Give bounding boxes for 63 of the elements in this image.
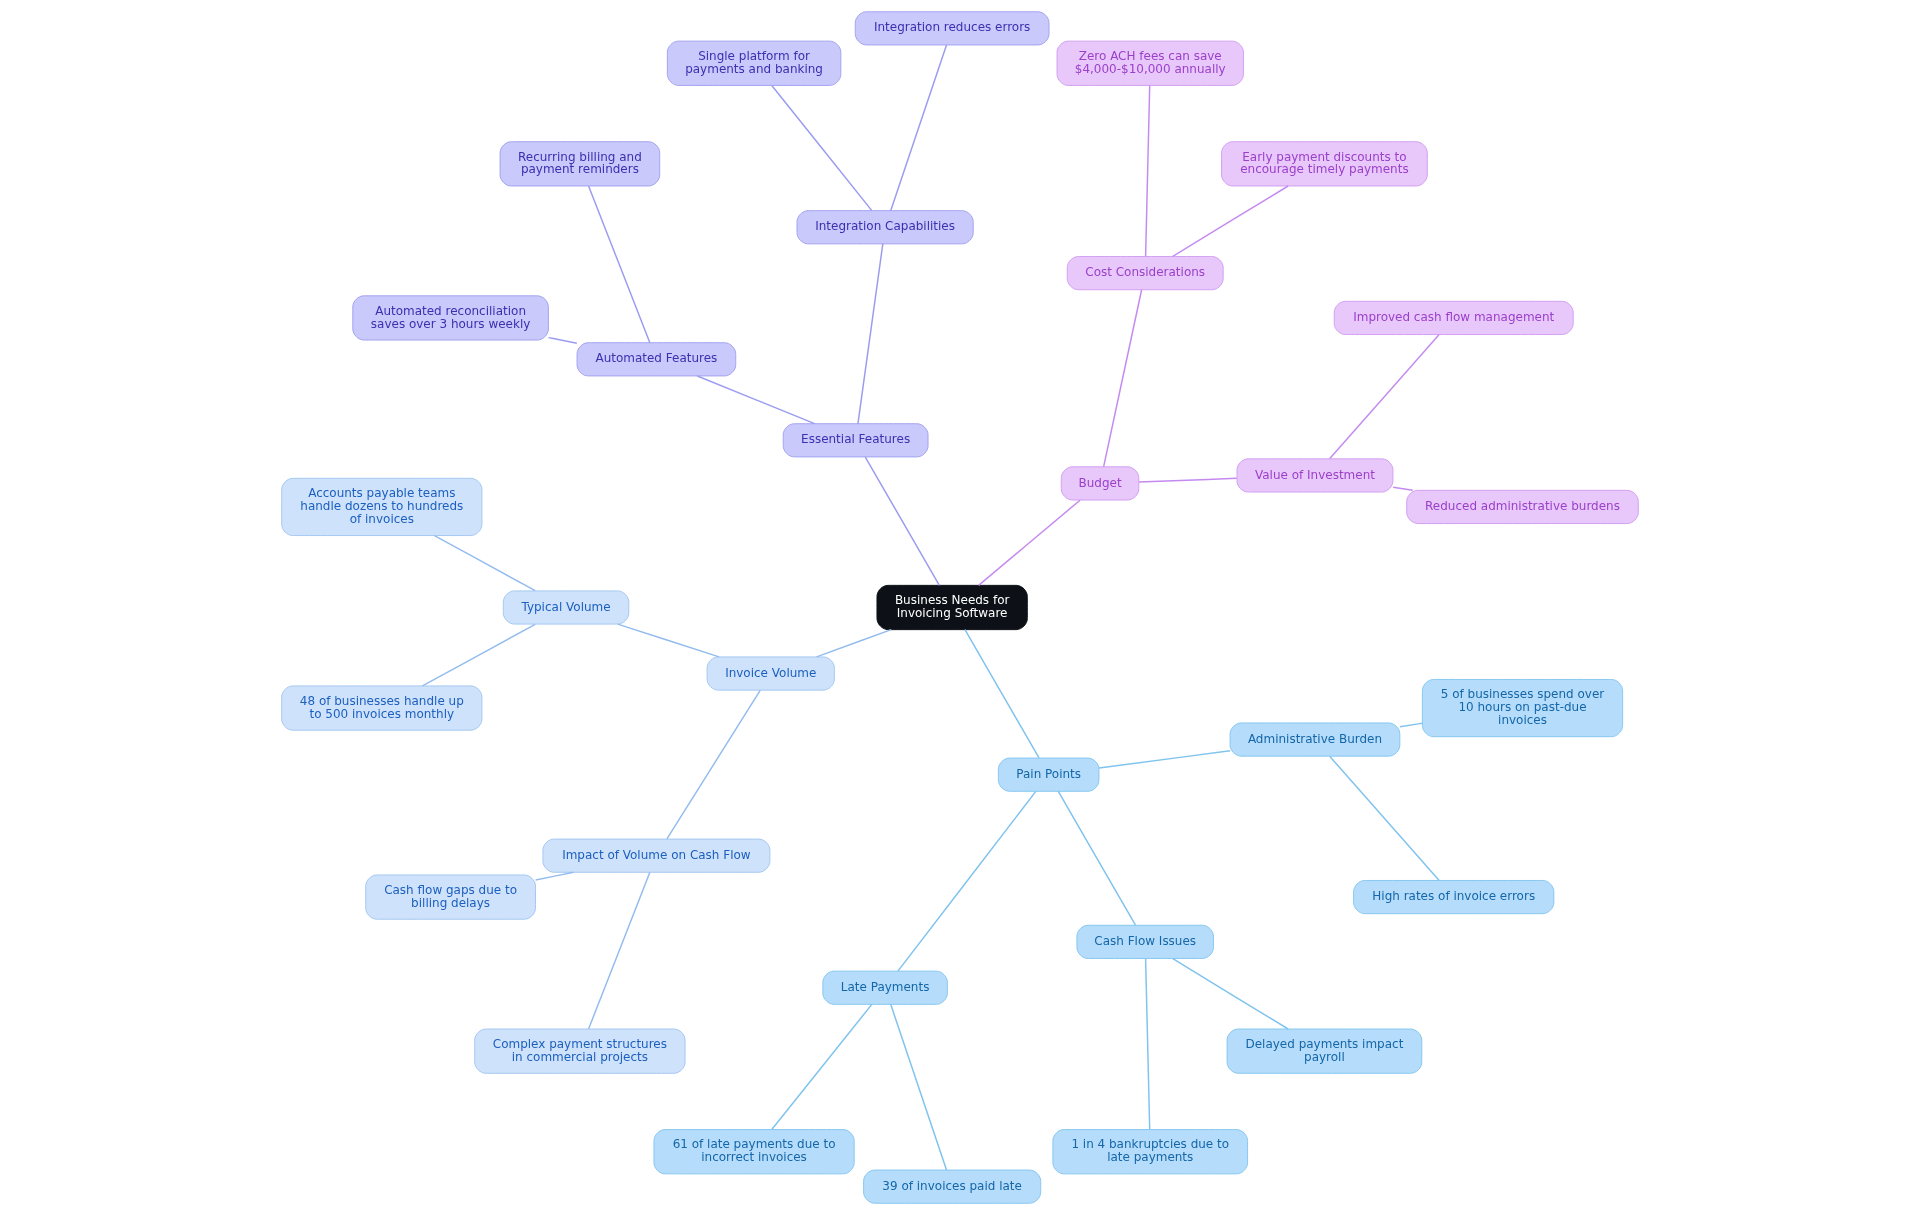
node-box: Value of Investment [1236, 458, 1394, 493]
connector [889, 1003, 948, 1171]
connector [433, 534, 536, 592]
node-box: Improved cash flow management [1333, 300, 1574, 335]
connector [1329, 755, 1440, 882]
connector [771, 84, 873, 212]
node-box: Late Payments [822, 970, 948, 1005]
node-box: Complex payment structures in commercial projects [474, 1028, 686, 1074]
connector [1172, 185, 1289, 258]
node-box: Administrative Burden [1229, 722, 1401, 757]
node-box: Integration Capabilities [796, 210, 974, 245]
node-box: Budget [1060, 466, 1140, 501]
connector [1399, 722, 1424, 728]
node-box: Reduced administrative burdens [1406, 489, 1639, 524]
connector [1102, 289, 1143, 468]
node-box: Pain Points [997, 757, 1100, 792]
connector [897, 790, 1037, 972]
connector [666, 689, 761, 840]
node-box: Zero ACH fees can save $4,000-$10,000 annually [1056, 40, 1244, 86]
connector [587, 185, 651, 344]
connector [1098, 750, 1231, 769]
connector [587, 871, 651, 1030]
node-box: Accounts payable teams handle dozens to hundreds of invoices [281, 477, 483, 536]
connector [864, 456, 941, 587]
node-box: Automated Features [576, 342, 737, 377]
connector [1144, 957, 1151, 1131]
connector [547, 336, 578, 345]
node-box: Cash Flow Issues [1076, 924, 1214, 959]
node-box: Recurring billing and payment reminders [499, 141, 661, 187]
node-box: 48 of businesses handle up to 500 invoices monthly [281, 685, 483, 731]
node-box: 61 of late payments due to incorrect invoices [653, 1129, 855, 1175]
connector [1057, 790, 1137, 926]
node-box: Automated reconciliation saves over 3 hours weekly [352, 295, 549, 341]
connector [815, 628, 892, 658]
node-box: Impact of Volume on Cash Flow [542, 838, 771, 873]
node-box: Typical Volume [502, 590, 630, 625]
node-box: Cost Considerations [1066, 256, 1224, 291]
connector [534, 871, 575, 881]
connector [964, 628, 1040, 759]
node-box: Business Needs for Invoicing Software [876, 584, 1028, 631]
connector [1329, 333, 1440, 460]
node-box: Cash flow gaps due to billing delays [365, 874, 536, 920]
connector [421, 623, 536, 687]
connector [696, 375, 816, 425]
connector [771, 1003, 873, 1131]
connector [1392, 486, 1414, 491]
node-box: Integration reduces errors [854, 11, 1050, 46]
node-box: High rates of invoice errors [1353, 880, 1555, 915]
node-box: Delayed payments impact payroll [1226, 1028, 1423, 1074]
node-box: 5 of businesses spend over 10 hours on past-due invoices [1421, 679, 1624, 738]
node-box: Invoice Volume [706, 656, 835, 691]
connector [977, 499, 1081, 587]
connector [1138, 477, 1238, 483]
node-box: Essential Features [782, 423, 929, 458]
connector [857, 243, 884, 425]
node-box: Single platform for payments and banking [666, 40, 842, 86]
node-box: 1 in 4 bankruptcies due to late payments [1052, 1129, 1249, 1175]
node-box: Early payment discounts to encourage timely payments [1221, 141, 1428, 187]
connector [1172, 957, 1289, 1030]
connector [616, 623, 720, 658]
connector [889, 44, 948, 212]
connector [1144, 84, 1151, 258]
node-box: 39 of invoices paid late [863, 1169, 1042, 1204]
